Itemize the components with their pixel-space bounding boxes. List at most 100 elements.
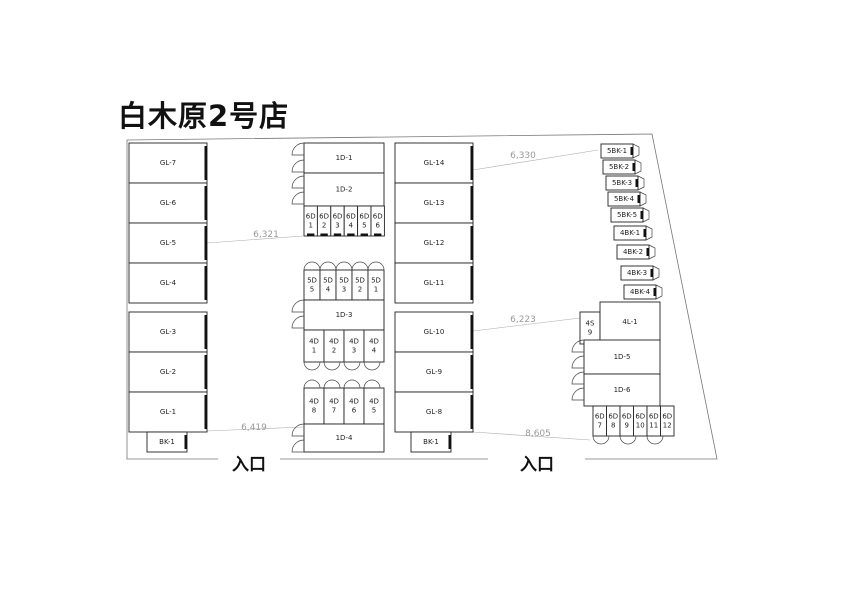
unit-4d-upper[interactable]: 4D2 <box>323 329 345 363</box>
unit-diagonal[interactable]: 4BK-2 <box>616 244 650 260</box>
unit-label: 3 <box>342 286 346 294</box>
unit-bk-right[interactable]: BK-1 <box>410 431 452 453</box>
unit-gl-left[interactable]: GL-2 <box>128 351 208 393</box>
unit-4d-lower[interactable]: 4D8 <box>303 387 325 425</box>
unit-6d-top[interactable]: 6D3 <box>330 205 345 237</box>
unit-label: GL-8 <box>426 408 442 416</box>
door-arc <box>571 339 585 353</box>
unit-4d-lower[interactable]: 4D7 <box>323 387 345 425</box>
unit-label: 5 <box>310 286 314 294</box>
unit-label: 5D <box>307 277 317 285</box>
unit-diagonal[interactable]: 5BK-4 <box>607 191 641 207</box>
unit-gl-left[interactable]: GL-6 <box>128 182 208 224</box>
unit-label: 1D-2 <box>336 186 353 194</box>
unit-1d-6[interactable]: 1D-6 <box>583 373 661 407</box>
unit-box <box>394 222 474 264</box>
unit-gl-left[interactable]: GL-1 <box>128 391 208 433</box>
unit-6d-top[interactable]: 6D6 <box>370 205 385 237</box>
unit-gl-right[interactable]: GL-11 <box>394 262 474 304</box>
unit-6d-top[interactable]: 6D2 <box>316 205 332 237</box>
door-arc <box>363 379 381 389</box>
unit-5d[interactable]: 5D3 <box>335 269 353 301</box>
unit-6d-top[interactable]: 6D4 <box>343 205 359 237</box>
unit-5d[interactable]: 5D5 <box>303 269 321 301</box>
unit-label: 1 <box>312 347 316 355</box>
unit-label: 1D-3 <box>336 311 353 319</box>
unit-5d[interactable]: 5D1 <box>367 269 385 301</box>
unit-label: 1D-1 <box>336 154 353 162</box>
unit-label: 5D <box>323 277 333 285</box>
unit-gl-right[interactable]: GL-9 <box>394 351 474 393</box>
unit-label: 6D <box>608 413 618 421</box>
unit-diagonal[interactable]: 5BK-2 <box>602 159 636 175</box>
unit-4d-upper[interactable]: 4D1 <box>303 329 325 363</box>
unit-box <box>394 142 474 184</box>
unit-4d-lower[interactable]: 4D6 <box>343 387 365 425</box>
unit-6d-top[interactable]: 6D1 <box>303 205 318 237</box>
unit-gl-left[interactable]: GL-5 <box>128 222 208 264</box>
unit-4d-lower[interactable]: 4D5 <box>363 387 385 425</box>
unit-diagonal[interactable]: 4BK-3 <box>620 265 654 281</box>
door-mark <box>630 147 633 155</box>
unit-1d-5[interactable]: 1D-5 <box>583 339 661 375</box>
unit-6d-right[interactable]: 6D7 <box>592 405 607 437</box>
unit-label: 5BK-5 <box>617 211 637 219</box>
unit-1d-4[interactable]: 1D-4 <box>303 423 385 453</box>
unit-6d-right[interactable]: 6D8 <box>606 405 621 437</box>
unit-label: 4 <box>349 222 354 230</box>
unit-5d[interactable]: 5D4 <box>319 269 337 301</box>
unit-4l-1[interactable]: 4L-1 <box>599 301 661 343</box>
unit-box <box>583 373 661 407</box>
unit-box <box>128 311 208 353</box>
unit-diagonal[interactable]: 4BK-1 <box>613 225 647 241</box>
unit-gl-right[interactable]: GL-8 <box>394 391 474 433</box>
store-title: 白木原2号店 <box>118 99 290 133</box>
unit-6d-top[interactable]: 6D5 <box>357 205 372 237</box>
unit-gl-right[interactable]: GL-14 <box>394 142 474 184</box>
unit-label: 4D <box>349 338 359 346</box>
unit-gl-right[interactable]: GL-13 <box>394 182 474 224</box>
entrance-label: 入口 <box>232 455 266 475</box>
unit-label: 5BK-3 <box>612 179 632 187</box>
unit-1d-2[interactable]: 1D-2 <box>303 172 385 207</box>
unit-4d-upper[interactable]: 4D3 <box>343 329 365 363</box>
unit-label: 4D <box>369 398 379 406</box>
door-mark <box>643 229 646 237</box>
unit-gl-right[interactable]: GL-12 <box>394 222 474 264</box>
unit-label: GL-2 <box>160 368 176 376</box>
door-arc <box>648 244 656 260</box>
unit-box <box>303 172 385 207</box>
unit-gl-left[interactable]: GL-4 <box>128 262 208 304</box>
unit-label: 9 <box>625 422 629 430</box>
dimension-label: 8,605 <box>525 429 551 439</box>
unit-5d[interactable]: 5D2 <box>351 269 369 301</box>
unit-diagonal[interactable]: 4BK-4 <box>623 284 657 300</box>
unit-1d-3[interactable]: 1D-3 <box>303 299 385 331</box>
unit-label: 5D <box>371 277 381 285</box>
unit-4d-upper[interactable]: 4D4 <box>363 329 385 363</box>
unit-diagonal[interactable]: 5BK-1 <box>600 143 634 159</box>
unit-diagonal[interactable]: 5BK-3 <box>605 175 639 191</box>
unit-gl-left[interactable]: GL-7 <box>128 142 208 184</box>
door-mark <box>204 146 207 180</box>
door-arc <box>632 143 640 159</box>
unit-gl-right[interactable]: GL-10 <box>394 311 474 353</box>
unit-6d-right[interactable]: 6D9 <box>619 405 634 437</box>
door-arc <box>291 315 305 329</box>
unit-diagonal[interactable]: 5BK-5 <box>610 207 644 223</box>
unit-label: 6D <box>333 213 343 221</box>
unit-label: 4L-1 <box>622 318 637 326</box>
unit-label: GL-3 <box>160 328 176 336</box>
unit-1d-1[interactable]: 1D-1 <box>303 142 385 174</box>
door-mark <box>204 266 207 300</box>
door-mark <box>632 163 635 171</box>
dim-line-2 <box>206 426 304 432</box>
unit-4s-9[interactable]: 4S9 <box>579 311 601 345</box>
unit-bk-left[interactable]: BK-1 <box>146 431 188 453</box>
door-mark <box>320 233 328 236</box>
unit-gl-left[interactable]: GL-3 <box>128 311 208 353</box>
unit-label: 6 <box>352 407 357 415</box>
